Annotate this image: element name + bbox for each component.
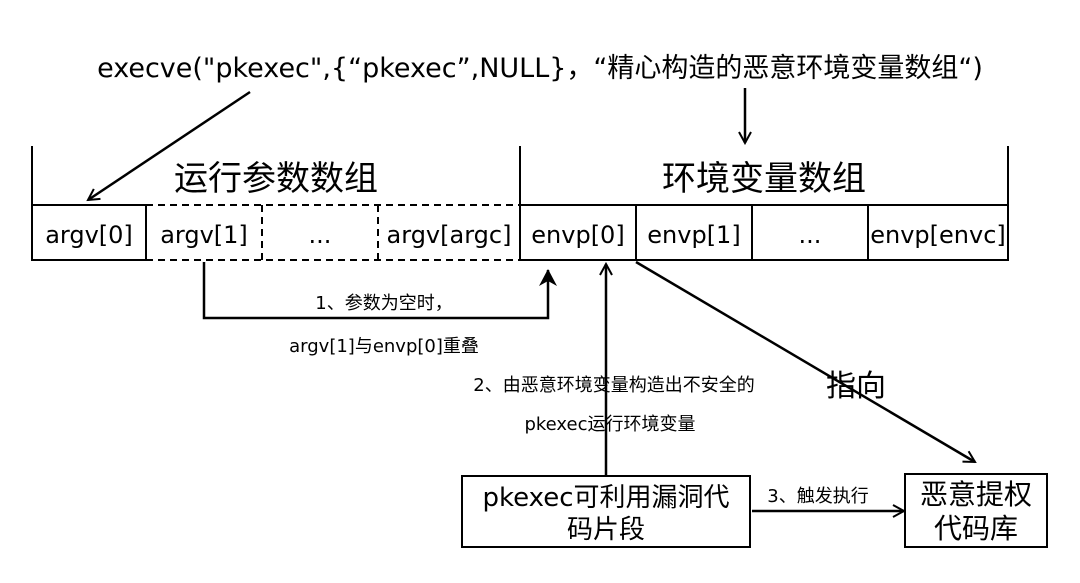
env-cells-frame (519, 204, 1009, 261)
execve-call-text: execve("pkexec",{“pkexec”,NULL}，“精心构造的恶意… (97, 53, 983, 84)
args-array-bracket (31, 146, 521, 205)
vuln-code-box (461, 475, 751, 548)
args-array-title: 运行参数数组 (174, 159, 378, 199)
note1-line2: argv[1]与envp[0]重叠 (289, 336, 479, 357)
note2-line1: 2、由恶意环境变量构造出不安全的 (473, 375, 754, 396)
overlap-connector (202, 262, 557, 320)
argv0-cell (31, 204, 147, 261)
envp0-label: envp[0] (531, 221, 624, 249)
argv-argc-label: argv[argc] (387, 221, 512, 249)
argv1-label: argv[1] (160, 221, 248, 249)
note2-line2: pkexec运行环境变量 (524, 414, 695, 435)
argv0-label: argv[0] (45, 221, 133, 249)
vuln-box-line1: pkexec可利用漏洞代 (482, 483, 729, 513)
argv0-pointer-arrow (88, 90, 251, 200)
points-to-label: 指向 (826, 369, 886, 404)
envp-ellipsis-label: ... (799, 221, 822, 249)
points-to-arrow (635, 260, 975, 464)
env-cell-dividers (635, 205, 869, 260)
envp-envc-label: envp[envc] (870, 221, 1006, 249)
env-array-title: 环境变量数组 (662, 159, 866, 199)
lib-box-line1: 恶意提权 (920, 478, 1032, 511)
malicious-lib-box (904, 473, 1048, 548)
note3-label: 3、触发执行 (767, 486, 868, 507)
note1-line1: 1、参数为空时， (315, 293, 452, 314)
envp1-label: envp[1] (647, 221, 740, 249)
argv-ellipsis-label: ... (309, 221, 332, 249)
lib-box-line2: 代码库 (934, 512, 1018, 545)
vuln-box-line2: 码片段 (567, 515, 645, 545)
argv-dashed-cells (146, 204, 520, 261)
